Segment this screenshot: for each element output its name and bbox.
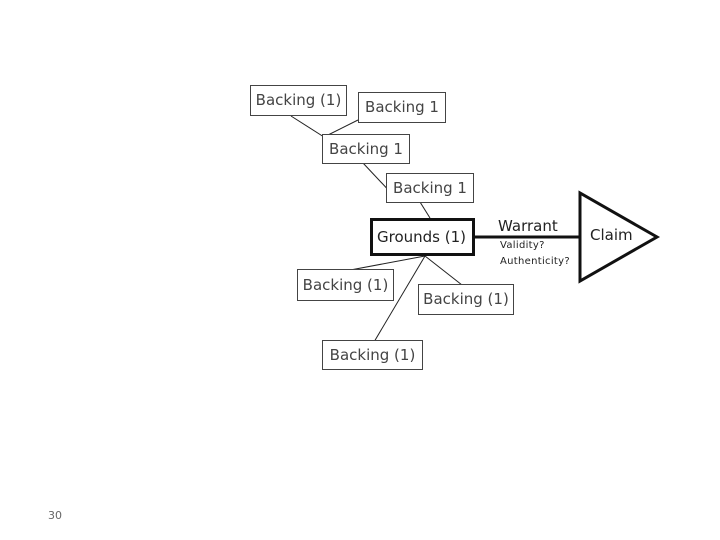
backing-box-left: Backing (1) <box>297 269 394 301</box>
backing-box-top-right: Backing 1 <box>358 92 446 123</box>
claim-label: Claim <box>590 226 633 244</box>
claim-triangle <box>578 190 661 284</box>
backing-box-mid: Backing 1 <box>322 134 410 164</box>
grounds-box: Grounds (1) <box>370 218 475 256</box>
backing-box-upper-grounds: Backing 1 <box>386 173 474 203</box>
connector-line <box>373 255 426 343</box>
warrant-question: Validity? <box>500 240 545 251</box>
backing-label: Backing (1) <box>423 290 509 308</box>
backing-label: Backing (1) <box>329 345 416 364</box>
grounds-label: Grounds (1) <box>376 227 466 246</box>
warrant-title: Warrant <box>498 217 558 235</box>
backing-label: Backing 1 <box>365 98 439 116</box>
connector-line <box>344 255 426 272</box>
backing-box-right: Backing (1) <box>418 284 514 315</box>
backing-label: Backing 1 <box>329 139 403 158</box>
backing-label: Backing (1) <box>255 91 342 109</box>
connector-line <box>290 115 325 138</box>
backing-label: Backing 1 <box>393 178 467 197</box>
backing-box-bottom: Backing (1) <box>322 340 423 370</box>
connector-line <box>424 255 463 286</box>
warrant-question: Authenticity? <box>500 256 570 267</box>
connector-line <box>419 201 431 219</box>
backing-box-top-left: Backing (1) <box>250 85 347 116</box>
backing-label: Backing (1) <box>302 275 389 294</box>
page-number: 30 <box>48 509 62 522</box>
